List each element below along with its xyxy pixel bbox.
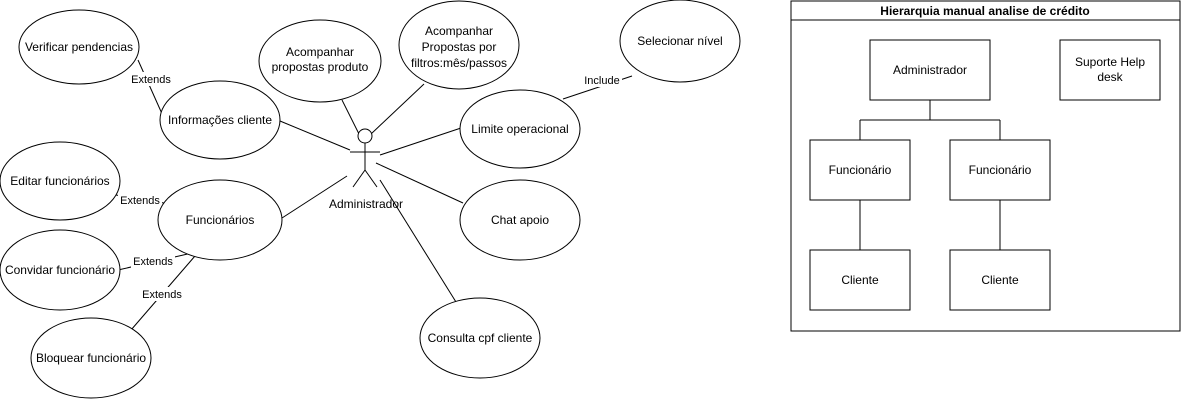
line-actor-funcionarios <box>281 175 348 219</box>
use-case-label-line-1: Acompanhar <box>425 24 493 38</box>
use-case-label: Chat apoio <box>491 213 549 227</box>
node-label: Funcionário <box>829 163 892 177</box>
line-actor-chat <box>375 162 464 204</box>
use-case-verificar-pendencias[interactable]: Verificar pendencias <box>18 9 140 85</box>
use-case-label-line-1: Acompanhar <box>286 45 354 59</box>
use-case-label: Verificar pendencias <box>25 40 133 54</box>
node-label-line-2: desk <box>1097 70 1123 84</box>
use-case-acompanhar-propostas-filtros[interactable]: Acompanhar Propostas por filtros:mês/pas… <box>398 0 520 90</box>
include-label-selecionar: Include <box>584 75 619 87</box>
line-actor-propostas-produto <box>341 99 361 137</box>
use-case-label-line-3: filtros:mês/passos <box>411 56 507 70</box>
hierarchy-node-funcionario-right[interactable]: Funcionário <box>949 139 1051 201</box>
line-actor-limite <box>379 127 462 156</box>
use-case-label: Editar funcionários <box>10 174 109 188</box>
actor-administrador[interactable]: Administrador <box>329 128 403 211</box>
use-case-label: Consulta cpf cliente <box>428 331 533 345</box>
hierarchy-node-cliente-right[interactable]: Cliente <box>949 249 1051 311</box>
node-label: Funcionário <box>969 163 1032 177</box>
use-case-label: Informações cliente <box>168 113 272 127</box>
use-case-limite-operacional[interactable]: Limite operacional <box>459 89 581 169</box>
actor-label: Administrador <box>329 197 403 211</box>
extends-label-editar: Extends <box>120 195 160 207</box>
stick-figure-icon <box>350 128 380 188</box>
node-label: Cliente <box>981 273 1019 287</box>
hierarchy-node-cliente-left[interactable]: Cliente <box>809 249 911 311</box>
use-case-selecionar-nivel[interactable]: Selecionar nível <box>619 0 741 83</box>
extends-label-convidar: Extends <box>133 256 173 268</box>
hierarchy-title: Hierarquia manual analise de crédito <box>880 4 1089 18</box>
hierarchy-node-suporte[interactable]: Suporte Help desk <box>1059 39 1161 101</box>
use-case-editar-funcionarios[interactable]: Editar funcionários <box>0 141 121 221</box>
use-case-label-line-2: propostas produto <box>272 60 369 74</box>
use-case-funcionarios[interactable]: Funcionários <box>157 179 283 261</box>
extends-label-verificar: Extends <box>131 74 171 86</box>
use-case-consulta-cpf-cliente[interactable]: Consulta cpf cliente <box>419 297 541 379</box>
use-case-chat-apoio[interactable]: Chat apoio <box>459 179 581 261</box>
line-verificar-to-informacoes <box>137 59 164 117</box>
line-actor-informacoes <box>279 120 351 151</box>
node-label: Cliente <box>841 273 879 287</box>
use-case-bloquear-funcionario[interactable]: Bloquear funcionário <box>30 317 152 399</box>
extends-label-bloquear: Extends <box>142 289 182 301</box>
use-case-label: Bloquear funcionário <box>36 351 146 365</box>
relation-labels: Extends Extends Extends Extends Include <box>118 72 622 301</box>
node-label: Administrador <box>893 63 967 77</box>
hierarchy-node-funcionario-left[interactable]: Funcionário <box>809 139 911 201</box>
line-actor-consulta <box>379 179 457 303</box>
node-label-line-1: Suporte Help <box>1075 55 1145 69</box>
use-case-label: Convidar funcionário <box>5 263 115 277</box>
use-case-convidar-funcionario[interactable]: Convidar funcionário <box>0 229 121 311</box>
use-case-label: Limite operacional <box>471 122 568 136</box>
hierarchy-node-administrador[interactable]: Administrador <box>869 39 991 101</box>
hierarchy-panel: Hierarquia manual analise de crédito Adm… <box>790 0 1181 332</box>
line-actor-propostas-filtros <box>370 83 425 135</box>
use-case-label: Selecionar nível <box>637 34 722 48</box>
use-case-informacoes-cliente[interactable]: Informações cliente <box>159 80 281 160</box>
use-case-label: Funcionários <box>186 213 255 227</box>
association-lines <box>115 59 633 331</box>
use-case-acompanhar-propostas-produto[interactable]: Acompanhar propostas produto <box>258 19 382 103</box>
hierarchy-connectors <box>859 100 1001 250</box>
use-case-label-line-2: Propostas por <box>422 40 497 54</box>
